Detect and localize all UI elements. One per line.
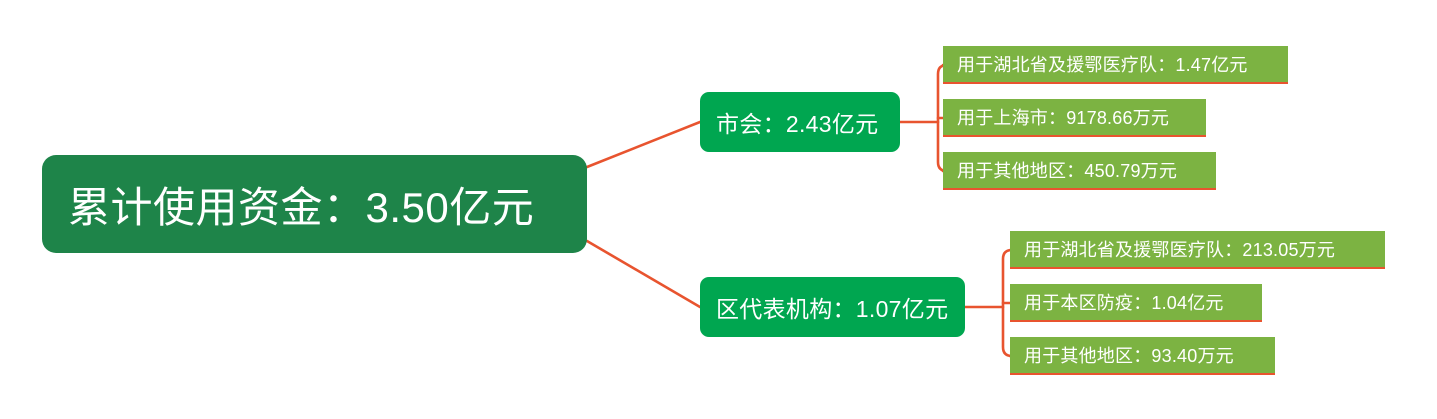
leaf-node-1-3[interactable]: 用于其他地区：450.79万元 (943, 152, 1216, 190)
branch-node-1[interactable]: 市会：2.43亿元 (700, 92, 900, 152)
leaf-node-1-3-label: 用于其他地区：450.79万元 (957, 161, 1178, 181)
leaf-node-2-1-label: 用于湖北省及援鄂医疗队：213.05万元 (1024, 240, 1336, 260)
trunk-connector-1 (585, 120, 702, 169)
leaf-node-2-2[interactable]: 用于本区防疫：1.04亿元 (1010, 284, 1262, 322)
leaf-node-1-2-label: 用于上海市：9178.66万元 (957, 108, 1170, 128)
leaf-node-2-3[interactable]: 用于其他地区：93.40万元 (1010, 337, 1275, 375)
branch-node-1-label: 市会：2.43亿元 (716, 111, 879, 137)
leaf-node-1-2[interactable]: 用于上海市：9178.66万元 (943, 99, 1206, 137)
leaf-node-2-1[interactable]: 用于湖北省及援鄂医疗队：213.05万元 (1010, 231, 1385, 269)
leaf-node-2-2-label: 用于本区防疫：1.04亿元 (1024, 293, 1224, 313)
leaf-node-1-1-label: 用于湖北省及援鄂医疗队：1.47亿元 (957, 55, 1248, 75)
root-node-label: 累计使用资金：3.50亿元 (68, 183, 535, 231)
branch-node-2-label: 区代表机构：1.07亿元 (716, 296, 949, 322)
leaf-node-2-3-label: 用于其他地区：93.40万元 (1024, 346, 1234, 366)
trunk-connector-2 (585, 239, 702, 309)
root-node[interactable]: 累计使用资金：3.50亿元 (42, 155, 587, 253)
leaf-node-1-1[interactable]: 用于湖北省及援鄂医疗队：1.47亿元 (943, 46, 1288, 84)
branch-node-2[interactable]: 区代表机构：1.07亿元 (700, 277, 965, 337)
